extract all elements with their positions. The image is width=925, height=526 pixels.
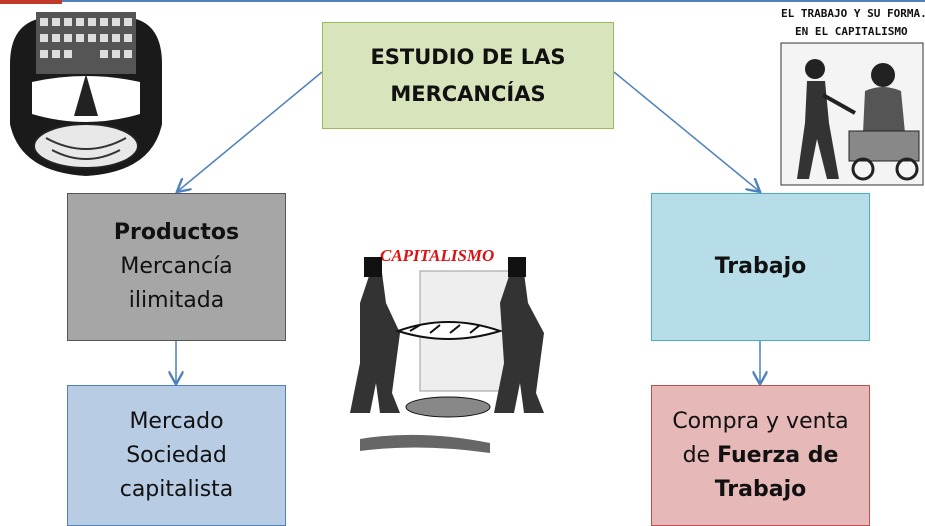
compra-line-3-bold: Trabajo	[714, 476, 807, 502]
productos-line-3: ilimitada	[128, 288, 225, 313]
productos-title: Productos	[113, 220, 240, 245]
top-box-line-1: ESTUDIO DE LAS	[370, 44, 566, 69]
box-trabajo: Trabajo	[651, 193, 870, 341]
box-compra-venta: Compra y venta de Fuerza de Trabajo	[651, 385, 870, 526]
top-rule	[0, 0, 925, 2]
box-productos: Productos Mercancía ilimitada	[67, 193, 286, 341]
box-mercado: Mercado Sociedad capitalista	[67, 385, 286, 526]
center-illustration: CAPITALISMO	[340, 243, 558, 463]
arrow-top-to-products	[178, 71, 323, 191]
trabajo-title: Trabajo	[714, 254, 807, 279]
mercado-line-2: Sociedad	[126, 442, 227, 468]
mercado-line-1: Mercado	[129, 408, 224, 434]
compra-line-2-prefix: de	[682, 442, 718, 468]
box-estudio-mercancias: ESTUDIO DE LAS MERCANCÍAS	[322, 22, 614, 129]
corner-mark	[0, 0, 62, 4]
top-right-caption-1: EL TRABAJO Y SU FORMA...	[781, 7, 925, 20]
productos-line-2: Mercancía	[120, 254, 233, 279]
arrow-top-to-trabajo	[613, 71, 759, 191]
top-box-line-2: MERCANCÍAS	[390, 81, 546, 106]
center-caption: CAPITALISMO	[380, 246, 494, 265]
top-right-illustration: EL TRABAJO Y SU FORMA... EN EL CAPITALIS…	[779, 3, 925, 187]
top-left-illustration	[2, 4, 170, 180]
mercado-line-3: capitalista	[119, 476, 234, 502]
compra-line-2-bold: Fuerza de	[717, 442, 839, 468]
compra-line-1: Compra y venta	[672, 408, 849, 434]
top-right-caption-2: EN EL CAPITALISMO	[795, 25, 908, 38]
